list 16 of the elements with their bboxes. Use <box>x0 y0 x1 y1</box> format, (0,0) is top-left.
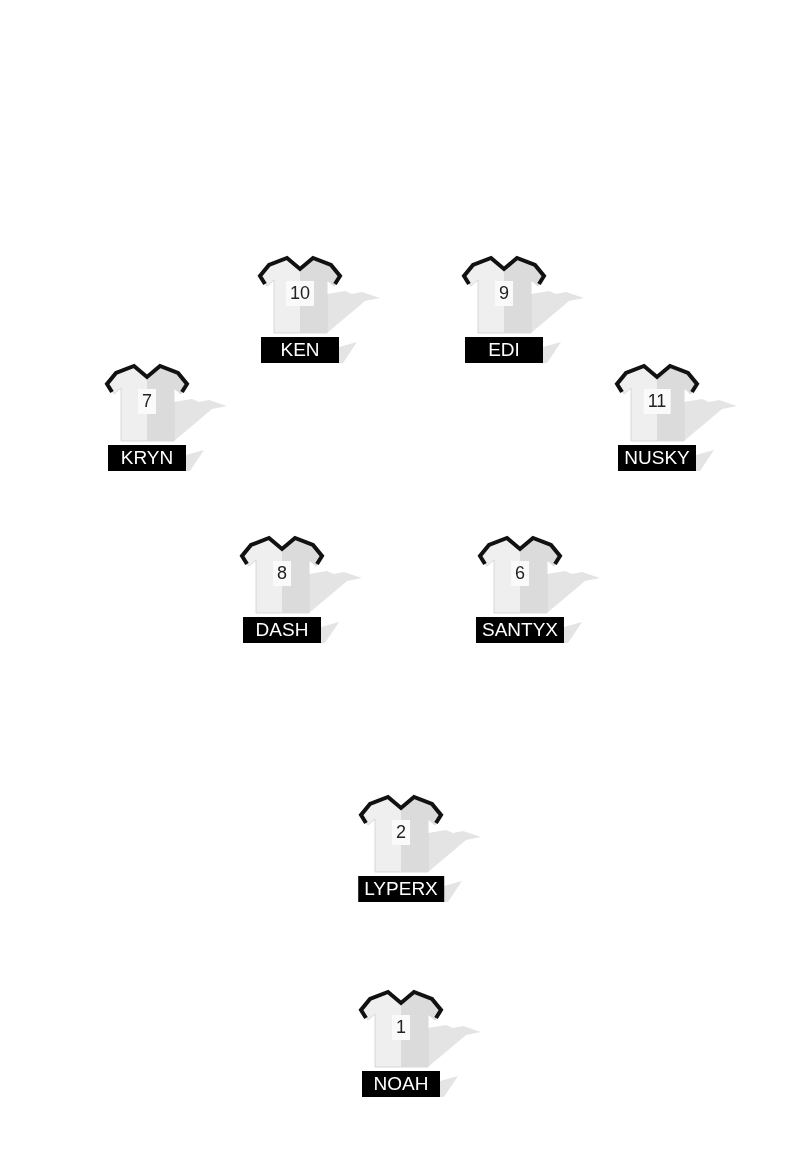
player-name-label: EDI <box>465 337 543 363</box>
jersey-number: 8 <box>273 561 291 586</box>
jersey-number: 7 <box>138 389 156 414</box>
player-name-label: DASH <box>243 617 321 643</box>
jersey-number: 10 <box>286 281 314 306</box>
player-name-label: LYPERX <box>358 876 444 902</box>
player-name-label: SANTYX <box>476 617 564 643</box>
jersey-number: 9 <box>495 281 513 306</box>
player-name-label: NUSKY <box>618 445 696 471</box>
jersey-number: 6 <box>511 561 529 586</box>
jersey-number: 2 <box>392 820 410 845</box>
player-name-label: KRYN <box>108 445 186 471</box>
jersey-number: 11 <box>643 389 671 414</box>
jersey-number: 1 <box>392 1015 410 1040</box>
player-name-label: KEN <box>261 337 339 363</box>
player-name-label: NOAH <box>362 1071 440 1097</box>
